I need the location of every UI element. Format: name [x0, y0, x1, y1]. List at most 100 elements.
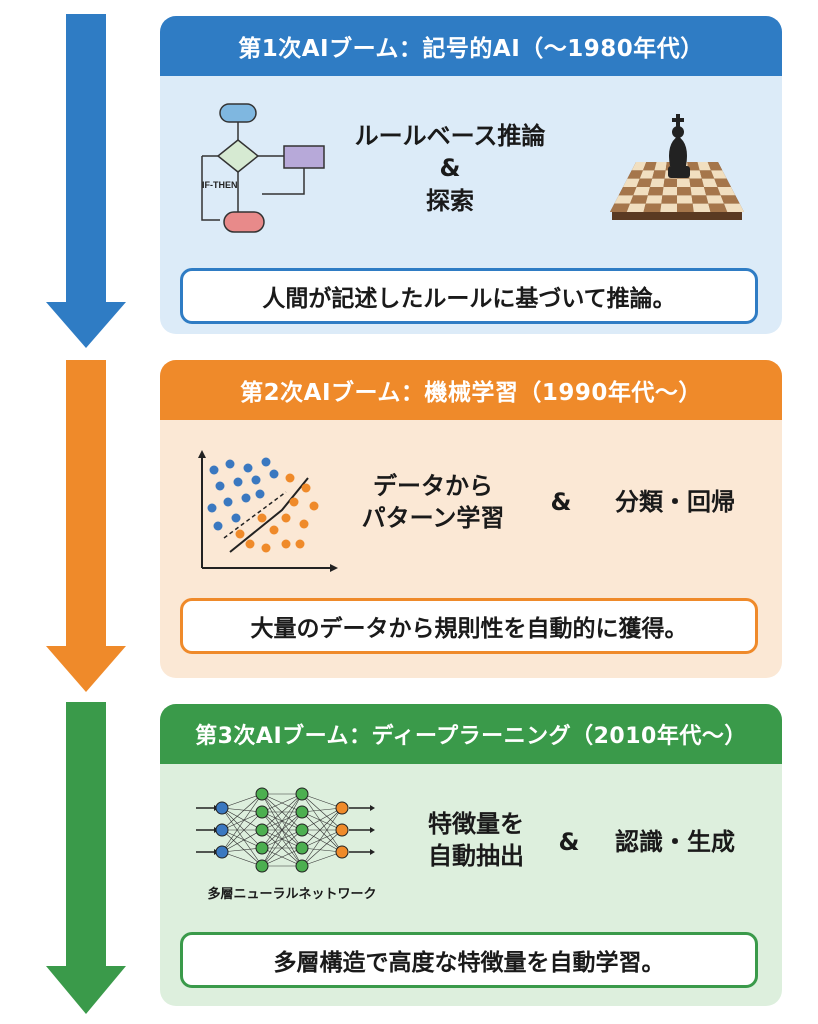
boom-3-result: 認識・生成 [615, 828, 735, 856]
scatter-point-orange [295, 539, 305, 549]
nn-connection [221, 811, 263, 831]
boom-3-panel: 第3次AIブーム：ディープラーニング（2010年代〜） 多層ニューラルネットワー… [160, 704, 782, 1006]
boom-3-title: 第3次AIブーム：ディープラーニング（2010年代〜） [160, 704, 782, 764]
nn-output-arrowhead [370, 805, 375, 811]
nn-connection [261, 793, 303, 867]
boom-1-body: IF-THEN ルールベース推論 & 探索 人間が記述したルールに基づいて推論。 [160, 76, 782, 334]
boom-1-summary: 人間が記述したルールに基づいて推論。 [180, 268, 758, 324]
boom-1-title: 第1次AIブーム：記号的AI（〜1980年代） [160, 16, 782, 76]
chess-square [692, 203, 711, 212]
chess-square [661, 195, 677, 204]
chess-square [652, 170, 666, 179]
nn-node [295, 841, 309, 855]
chess-square [650, 178, 665, 187]
flowchart-icon: IF-THEN [201, 103, 325, 233]
nn-node [335, 823, 349, 837]
nn-connection [221, 807, 263, 831]
nn-connection [301, 793, 343, 809]
scatter-point-blue [243, 463, 253, 473]
boom-3-body: 多層ニューラルネットワーク 特徴量を 自動抽出 & 認識・生成 多層構造で高度な… [160, 764, 782, 1006]
chess-square [645, 195, 663, 204]
chess-square [701, 178, 718, 187]
nn-node [215, 801, 229, 815]
chess-square [643, 162, 657, 171]
nn-connection [221, 807, 263, 813]
scatter-point-orange [261, 543, 271, 553]
nn-connection [261, 793, 303, 849]
boom-3-summary: 多層構造で高度な特徴量を自動学習。 [180, 932, 758, 988]
chess-square [689, 178, 704, 187]
scatter-point-orange [301, 483, 311, 493]
chess-square [688, 170, 702, 179]
chess-square [714, 178, 731, 187]
scatter-point-blue [241, 493, 251, 503]
nn-node [335, 845, 349, 859]
nn-connection [301, 807, 343, 867]
scatter-point-blue [215, 481, 225, 491]
scatter-point-blue [231, 513, 241, 523]
scatter-point-orange [299, 519, 309, 529]
scatter-point-orange [257, 513, 267, 523]
boom-3-amp: & [558, 828, 580, 856]
network-label: 多層ニューラルネットワーク [207, 887, 377, 902]
nn-node [295, 823, 309, 837]
chess-square [647, 187, 664, 196]
nn-connection [301, 793, 343, 831]
scatter-point-orange [309, 501, 319, 511]
nn-connection [221, 829, 263, 867]
nn-connection [221, 793, 263, 809]
nn-connection [301, 829, 343, 849]
nn-connection [261, 829, 303, 867]
boom-2-summary: 大量のデータから規則性を自動的に獲得。 [180, 598, 758, 654]
nn-connection [221, 829, 263, 853]
nn-node [295, 805, 309, 819]
scatter-point-orange [285, 473, 295, 483]
chess-square [626, 203, 646, 212]
nn-connection [301, 847, 343, 853]
nn-node [295, 859, 309, 873]
nn-connection [301, 793, 343, 853]
nn-output-arrowhead [370, 849, 375, 855]
chess-square [643, 203, 662, 212]
chess-king-icon [610, 114, 744, 220]
scatter-point-blue [261, 457, 271, 467]
scatter-point-orange [235, 529, 245, 539]
nn-connection [221, 851, 263, 867]
chess-square [717, 187, 736, 196]
nn-connection [261, 793, 303, 813]
chess-square [663, 178, 677, 187]
boom-2-result: 分類・回帰 [615, 488, 735, 516]
scatter-point-orange [245, 539, 255, 549]
timeline-arrow-green [46, 702, 126, 1014]
boom-2-panel: 第2次AIブーム：機械学習（1990年代〜） データから パターン学習 & 分類… [160, 360, 782, 678]
chess-square [704, 187, 721, 196]
chess-square [610, 203, 630, 212]
chess-square [627, 170, 643, 179]
chess-square [706, 195, 724, 204]
scatter-point-blue [233, 477, 243, 487]
boom-1-method: ルールベース推論 & 探索 [354, 122, 546, 215]
chess-square [707, 162, 723, 171]
chess-square [677, 203, 694, 212]
nn-connection [301, 807, 343, 813]
nn-node [335, 801, 349, 815]
nn-connection [301, 811, 343, 853]
nn-output-arrowhead [370, 827, 375, 833]
scatter-point-blue [225, 459, 235, 469]
chess-square [677, 195, 693, 204]
chess-square [708, 203, 728, 212]
chess-square [724, 203, 744, 212]
chess-square [660, 203, 677, 212]
nn-connection [221, 829, 263, 849]
nn-connection [221, 847, 263, 853]
chess-square [614, 195, 634, 204]
svg-text:IF-THEN: IF-THEN [202, 180, 238, 190]
nn-node [215, 823, 229, 837]
chess-square [711, 170, 727, 179]
nn-node [215, 845, 229, 859]
timeline-arrow-orange [46, 360, 126, 692]
chess-square [677, 178, 691, 187]
nn-connection [261, 847, 303, 867]
chess-square [618, 187, 637, 196]
scatter-point-orange [281, 539, 291, 549]
